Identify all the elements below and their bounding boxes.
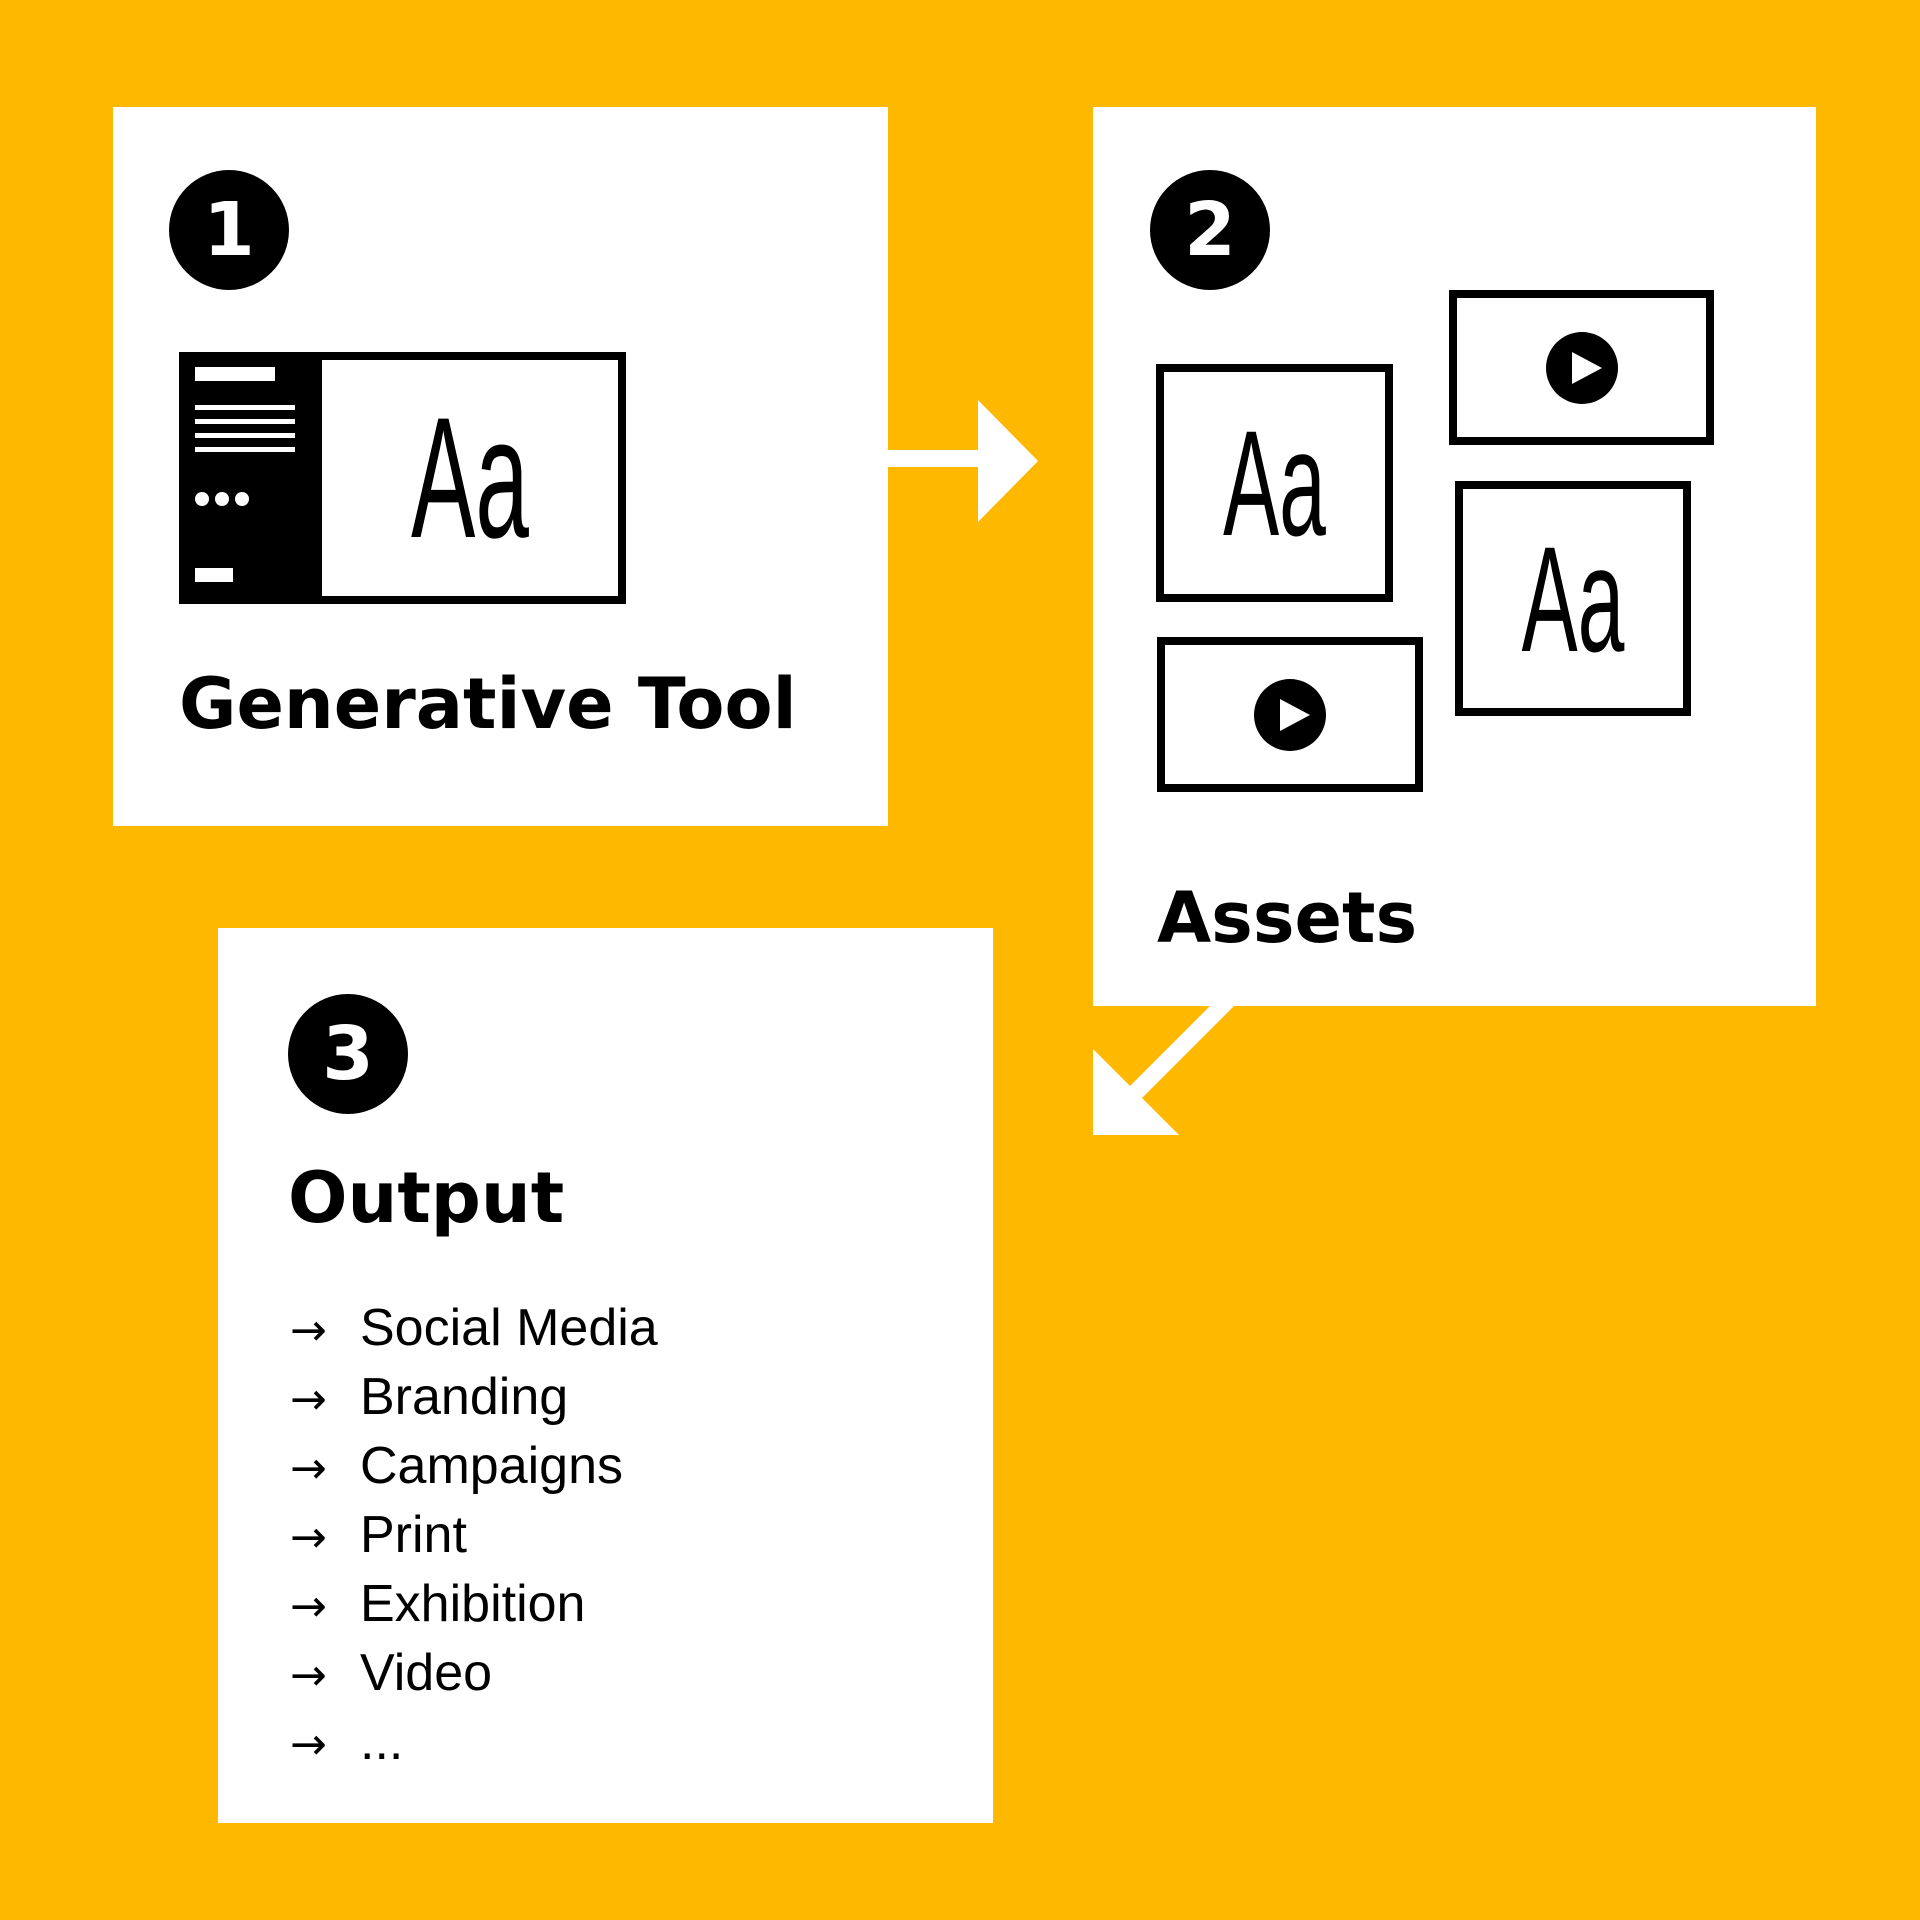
step-badge: 1	[169, 170, 289, 290]
list-item: → Print	[290, 1501, 658, 1570]
output-card: 3 Output → Social Media → Branding → Campai…	[218, 928, 993, 1823]
arrow-down-left-icon	[1093, 993, 1235, 1135]
type-sample: Aa	[1521, 514, 1625, 683]
list-item-label: Video	[360, 1644, 493, 1702]
type-asset-tile: Aa	[1156, 364, 1393, 602]
play-icon	[1254, 678, 1326, 751]
play-icon	[1545, 331, 1618, 404]
list-item: → Branding	[290, 1363, 658, 1432]
type-asset-tile: Aa	[1455, 481, 1691, 716]
list-item-label: Branding	[360, 1368, 569, 1426]
list-item: → Campaigns	[290, 1432, 658, 1501]
type-sample: Aa	[411, 382, 529, 574]
arrow-right-icon: →	[290, 1512, 327, 1563]
type-preview-frame: Aa	[314, 352, 626, 604]
type-sample: Aa	[1223, 399, 1326, 567]
arrow-right-icon: →	[290, 1650, 327, 1701]
arrow-right-icon: →	[290, 1719, 327, 1770]
step-title: Generative Tool	[179, 663, 797, 745]
list-item: → Exhibition	[290, 1570, 658, 1639]
output-list: → Social Media → Branding → Campaigns → Prin…	[290, 1294, 658, 1777]
arrow-right-icon: →	[290, 1374, 327, 1425]
list-item-label: Campaigns	[360, 1437, 624, 1495]
video-asset-tile	[1449, 290, 1714, 445]
arrow-right-icon: →	[290, 1305, 327, 1356]
list-item-label: Social Media	[360, 1299, 658, 1357]
step-badge: 3	[288, 994, 408, 1114]
arrow-right-icon	[885, 400, 1038, 522]
tool-preview: Aa	[179, 352, 626, 604]
assets-card: 2 Aa Aa Assets	[1093, 107, 1816, 1006]
list-item: → Social Media	[290, 1294, 658, 1363]
list-item-label: Exhibition	[360, 1575, 586, 1633]
video-asset-tile	[1157, 637, 1423, 792]
step-badge: 2	[1150, 170, 1270, 290]
list-item-label: ...	[360, 1713, 404, 1771]
list-item-label: Print	[360, 1506, 467, 1564]
step-title: Assets	[1157, 877, 1418, 959]
arrow-right-icon: →	[290, 1581, 327, 1632]
step-title: Output	[288, 1157, 565, 1239]
list-item: →...	[290, 1708, 658, 1777]
arrow-right-icon: →	[290, 1443, 327, 1494]
list-item: → Video	[290, 1639, 658, 1708]
sidebar-menu-icon	[179, 352, 322, 604]
generative-tool-card: 1 Aa Generative Tool	[113, 107, 888, 826]
